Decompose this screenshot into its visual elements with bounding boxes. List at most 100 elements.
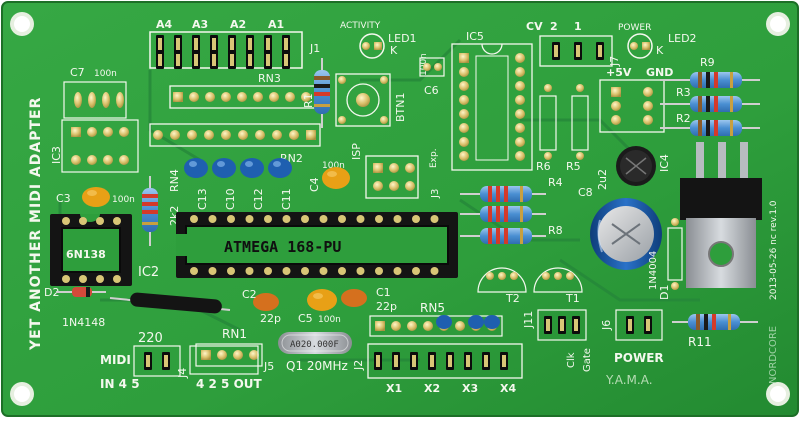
resistor-r6-footprint xyxy=(539,84,557,160)
label-r6: R6 xyxy=(536,160,551,173)
voltage-regulator-ic4 xyxy=(680,142,762,288)
label-gnd: GND xyxy=(646,66,673,79)
capacitor-blue xyxy=(268,158,292,178)
label-btn1: BTN1 xyxy=(394,93,407,123)
resistor-r1 xyxy=(314,58,330,128)
capacitor-c9 xyxy=(616,146,656,186)
ic2-atmega-socket xyxy=(176,212,458,278)
rn1-pad xyxy=(233,350,243,360)
socket-pin xyxy=(113,217,121,225)
header-a-inputs xyxy=(149,31,303,69)
rn2-pad xyxy=(238,130,248,140)
rn3-pad xyxy=(205,92,215,102)
rn3-pad xyxy=(173,92,183,102)
isp-pad xyxy=(405,181,415,191)
ic5-pad xyxy=(459,123,469,133)
mounting-hole-tr xyxy=(766,12,790,36)
socket-pin xyxy=(393,267,402,275)
c7-pad xyxy=(116,92,124,108)
ic3-pad xyxy=(71,127,81,137)
label-c3: C3 xyxy=(56,192,71,205)
socket-pin xyxy=(79,275,87,283)
short-name: Y.A.M.A. xyxy=(605,373,653,387)
label-c5: C5 xyxy=(298,312,313,325)
socket-pin xyxy=(356,215,365,223)
pwr-pad xyxy=(643,87,653,97)
socket-pin xyxy=(393,215,402,223)
diode-d2 xyxy=(56,287,106,297)
capacitor-c4 xyxy=(322,167,350,189)
resistor-vertical-left xyxy=(142,176,158,246)
label-clk: Clk xyxy=(566,352,577,368)
rn5-pad xyxy=(407,321,417,331)
socket-pin xyxy=(245,267,254,275)
rn3-pad xyxy=(221,92,231,102)
label-r220: 220 xyxy=(138,331,163,346)
pcb-board xyxy=(2,2,798,416)
pwr-pad xyxy=(611,87,621,97)
socket-pin xyxy=(62,217,70,225)
header-j11 xyxy=(537,309,587,341)
label-midi: MIDI xyxy=(100,353,131,367)
c7-pad xyxy=(102,92,110,108)
resistor-network-rn5 xyxy=(369,315,503,337)
capacitor-blue-small xyxy=(468,315,484,329)
label-cv: CV xyxy=(526,20,543,33)
socket-pin xyxy=(79,217,87,225)
ic3-pad xyxy=(103,155,113,165)
label-j4: J4 xyxy=(176,368,189,379)
rn1-pad xyxy=(201,350,211,360)
socket-pin xyxy=(208,267,217,275)
label-j5: J5 xyxy=(263,360,274,373)
ic5-pad xyxy=(515,81,525,91)
socket-pin xyxy=(301,215,309,223)
label-t2: T2 xyxy=(505,292,520,305)
socket-pin xyxy=(430,267,439,275)
label-c6: C6 xyxy=(424,84,439,97)
label-j1: J1 xyxy=(309,42,320,55)
rn3-pad xyxy=(253,92,263,102)
label-a4: A4 xyxy=(156,18,173,31)
socket-pin xyxy=(338,215,346,223)
header-midi-in xyxy=(133,345,181,377)
socket-pin xyxy=(375,267,383,275)
label-c2-val: 22p xyxy=(260,312,281,325)
label-a2: A2 xyxy=(230,18,246,31)
socket-pin xyxy=(319,215,328,223)
socket-pin xyxy=(301,267,309,275)
label-ic3-part: 6N138 xyxy=(66,248,106,261)
rn2-pad xyxy=(289,130,299,140)
rn2-pad xyxy=(221,130,231,140)
ic5-pad xyxy=(515,109,525,119)
socket-pin xyxy=(96,217,104,225)
label-c1-val: 22p xyxy=(376,300,397,313)
socket-pin xyxy=(264,215,272,223)
label-r8: R8 xyxy=(548,224,563,237)
label-5v: +5V xyxy=(606,66,632,79)
rn1-pad xyxy=(249,350,259,360)
ic3-pad xyxy=(103,127,113,137)
ic5-pad xyxy=(459,95,469,105)
label-isp: ISP xyxy=(350,143,363,160)
mounting-hole-tl xyxy=(10,12,34,36)
pwr-pad xyxy=(611,101,621,111)
label-c4: C4 xyxy=(308,177,321,192)
c7-pad xyxy=(74,92,82,108)
button-btn1-footprint xyxy=(335,73,391,127)
rn3-pad xyxy=(269,92,279,102)
socket-pin xyxy=(190,267,198,275)
label-j11: J11 xyxy=(522,311,535,329)
ic3-pad xyxy=(119,155,129,165)
pwr-pad xyxy=(643,101,653,111)
header-x-outputs xyxy=(367,343,523,379)
resistor-network-rn1-footprint xyxy=(195,343,263,367)
ic5-pad xyxy=(515,95,525,105)
label-c2: C2 xyxy=(242,288,257,301)
ic5-pad xyxy=(515,151,525,161)
capacitor-c2 xyxy=(253,293,279,311)
rn3-pad xyxy=(285,92,295,102)
label-led2-k: K xyxy=(656,44,664,57)
ic5-socket xyxy=(451,43,533,171)
pwr-pad xyxy=(643,115,653,125)
